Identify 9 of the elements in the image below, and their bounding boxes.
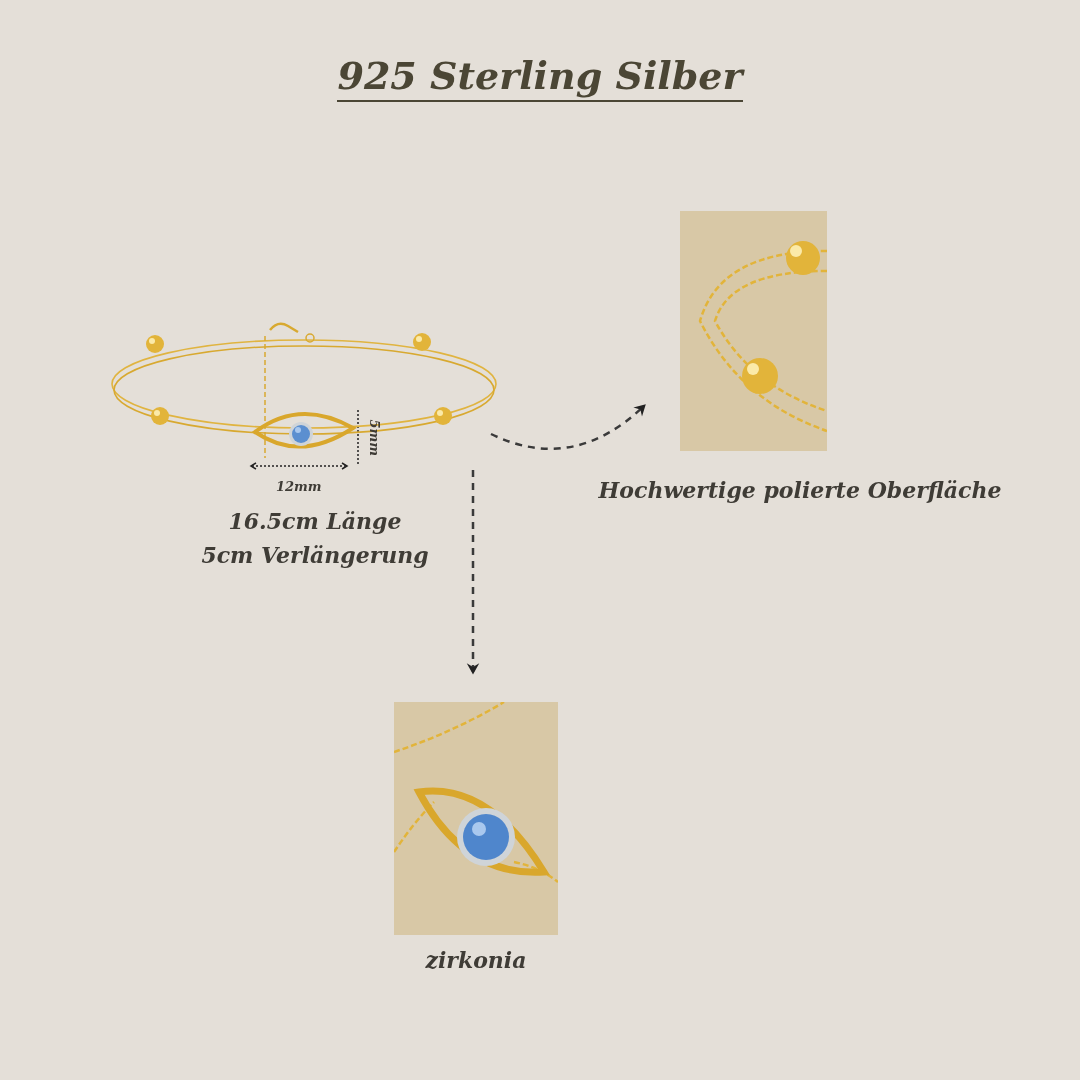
node-label: 16.5cm Länge	[227, 507, 403, 536]
dimension-label: 12mm	[276, 478, 322, 496]
dashed-arrow	[466, 470, 480, 675]
node-label: zirkonia	[424, 946, 528, 975]
dashed-arrow	[490, 404, 646, 450]
node-label: 5cm Verlängerung	[200, 541, 430, 570]
dimension-label: 5mm	[366, 419, 384, 457]
node-label: Hochwertige polierte Oberfläche	[597, 476, 1003, 505]
title: 925 Sterling Silber	[337, 52, 743, 102]
